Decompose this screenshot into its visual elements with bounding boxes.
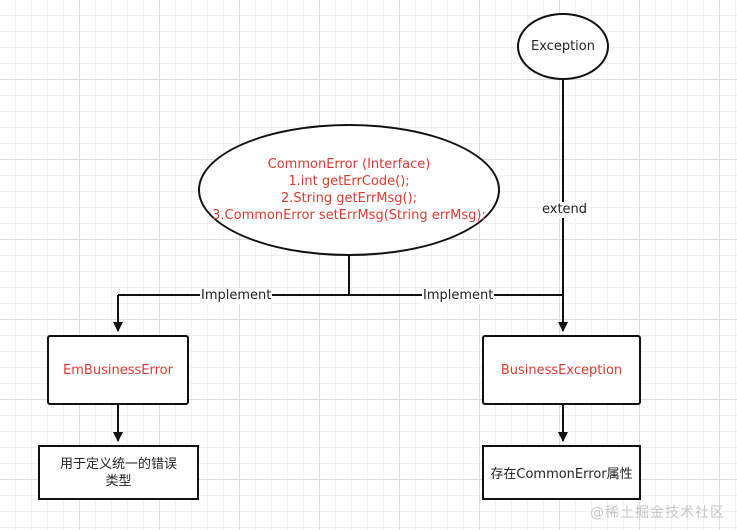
holds-common-error-note-label: 存在CommonError属性 xyxy=(490,467,633,482)
extend-label: extend xyxy=(541,202,589,218)
exception-label: Exception xyxy=(531,39,595,54)
unified-error-note-node[interactable]: 用于定义统一的错误类型 xyxy=(38,445,199,500)
watermark-text: @稀土掘金技术社区 xyxy=(590,505,725,521)
implement-left-label: Implement xyxy=(200,288,273,304)
exception-node[interactable]: Exception xyxy=(517,13,609,80)
business-exception-node[interactable]: BusinessException xyxy=(482,335,641,405)
em-business-error-label: EmBusinessError xyxy=(63,362,173,378)
holds-common-error-note-node[interactable]: 存在CommonError属性 xyxy=(482,445,641,500)
unified-error-note-label: 用于定义统一的错误类型 xyxy=(59,456,177,489)
implement-right-label: Implement xyxy=(422,288,495,304)
common-error-interface-node[interactable]: CommonError (Interface) 1.int getErrCode… xyxy=(198,124,500,256)
business-exception-label: BusinessException xyxy=(500,362,623,378)
common-error-method-2: 2.String getErrMsg(); xyxy=(280,191,418,206)
em-business-error-node[interactable]: EmBusinessError xyxy=(47,335,189,405)
common-error-method-3: 3.CommonError setErrMsg(String errMsg); xyxy=(212,208,486,223)
common-error-method-1: 1.int getErrCode(); xyxy=(288,174,410,189)
common-error-title: CommonError (Interface) xyxy=(267,157,431,172)
